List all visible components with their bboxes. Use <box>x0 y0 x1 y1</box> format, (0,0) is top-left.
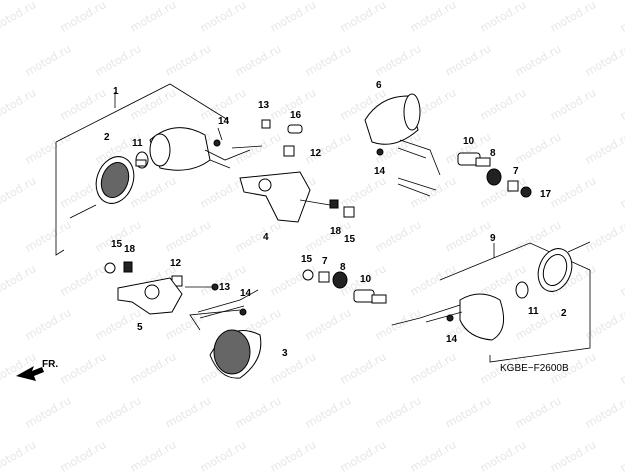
washer-part-16 <box>287 124 303 134</box>
housing-right-lower <box>391 293 505 341</box>
lamp-part-3 <box>189 309 262 379</box>
nut-part-17 <box>520 186 532 198</box>
diagram-code: KGBE−F2600B <box>500 363 569 374</box>
callout-13-lower: 13 <box>219 282 231 293</box>
socket-part-10-lower <box>353 289 387 304</box>
lens-part-2-left <box>69 156 135 219</box>
socket-part-10-upper <box>457 152 491 167</box>
callout-10-lower: 10 <box>360 274 372 285</box>
bulb-part-11-right <box>515 281 529 299</box>
callout-4: 4 <box>263 232 269 243</box>
callout-5: 5 <box>137 322 143 333</box>
callout-15-middle: 15 <box>301 254 313 265</box>
front-direction-arrow <box>16 366 44 381</box>
bulb-part-11-left <box>135 151 149 169</box>
callout-11-left: 11 <box>132 138 143 149</box>
callout-1: 1 <box>113 86 119 97</box>
callout-16: 16 <box>290 110 302 121</box>
callout-18-left: 18 <box>124 244 136 255</box>
callout-14-upper: 14 <box>218 116 230 127</box>
callout-3: 3 <box>282 348 288 359</box>
callout-12-upper: 12 <box>310 148 322 159</box>
assembly-bracket-1 <box>55 83 229 143</box>
direction-label: FR. <box>42 359 58 370</box>
stay-part-5 <box>117 277 183 315</box>
nut-part-12-upper <box>283 145 295 157</box>
callout-8-lower: 8 <box>340 262 346 273</box>
callout-2-left: 2 <box>104 132 110 143</box>
callout-18-upper: 18 <box>330 226 342 237</box>
callout-17: 17 <box>540 189 552 200</box>
housing-part-6 <box>364 93 441 197</box>
callout-11-right: 11 <box>528 306 539 317</box>
callout-12-lower: 12 <box>170 258 182 269</box>
callout-14-lower-right: 14 <box>446 334 458 345</box>
callout-7-lower: 7 <box>322 256 328 267</box>
grommet-part-8-upper <box>486 168 502 186</box>
callout-14-lower-left: 14 <box>240 288 252 299</box>
callout-2-right: 2 <box>561 308 567 319</box>
callout-10-upper: 10 <box>463 136 475 147</box>
stay-part-4 <box>239 171 331 223</box>
collar-part-7-upper <box>507 180 519 192</box>
callout-8-upper: 8 <box>490 148 496 159</box>
bolt-part-13-upper <box>261 119 271 129</box>
lens-part-2-right <box>537 241 591 292</box>
housing-left-upper <box>149 127 263 171</box>
callout-9: 9 <box>490 233 496 244</box>
callout-14-right: 14 <box>374 166 386 177</box>
callout-6: 6 <box>376 80 382 91</box>
callout-15-left: 15 <box>111 239 123 250</box>
callout-7-upper: 7 <box>513 166 519 177</box>
callout-15-upper: 15 <box>344 234 356 245</box>
callout-13-upper: 13 <box>258 100 270 111</box>
